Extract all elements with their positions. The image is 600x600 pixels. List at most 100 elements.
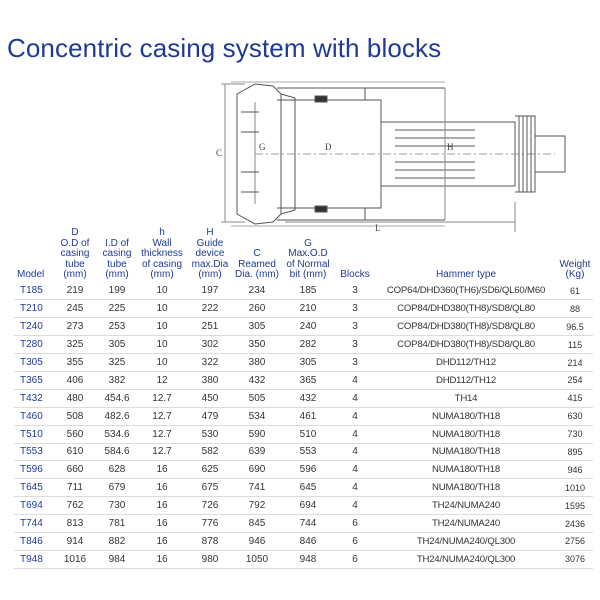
cell-model: T432: [14, 389, 53, 408]
cell-blocks: 4: [335, 407, 375, 426]
cell-od: 762: [53, 496, 97, 516]
cell-blocks: 4: [335, 443, 375, 462]
cell-wall-thickness: 12.7: [137, 425, 187, 444]
cell-guide-dia: 726: [187, 496, 233, 516]
cell-normal-bit: 282: [281, 335, 335, 355]
dim-label-h: H: [447, 142, 454, 152]
cell-wall-thickness: 12: [137, 371, 187, 390]
cell-guide-dia: 530: [187, 425, 233, 444]
cell-weight: 895: [557, 443, 593, 462]
cell-blocks: 3: [335, 299, 375, 319]
cell-weight: 88: [557, 299, 593, 319]
cell-blocks: 4: [335, 496, 375, 516]
cell-reamed-dia: 260: [233, 299, 281, 319]
cell-normal-bit: 210: [281, 299, 335, 319]
cell-id: 253: [97, 317, 137, 337]
cell-hammer: NUMA180/TH18: [375, 478, 557, 498]
cell-reamed-dia: 741: [233, 478, 281, 498]
cell-normal-bit: 240: [281, 317, 335, 337]
cell-blocks: 6: [335, 514, 375, 533]
cell-wall-thickness: 10: [137, 317, 187, 337]
cell-weight: 115: [557, 335, 593, 355]
col-header-id: I.D of casing tube (mm): [102, 237, 132, 280]
col-header-blocks: Blocks: [340, 269, 370, 280]
cell-blocks: 3: [335, 335, 375, 355]
cell-hammer: TH24/NUMA240/QL300: [375, 550, 557, 569]
cell-model: T280: [14, 335, 53, 355]
cell-od: 273: [53, 317, 97, 337]
cell-id: 199: [97, 282, 137, 301]
cell-hammer: COP64/DHD360(TH6)/SD6/QL60/M60: [375, 282, 557, 301]
cell-reamed-dia: 590: [233, 425, 281, 444]
cell-guide-dia: 322: [187, 353, 233, 372]
cell-od: 480: [53, 389, 97, 408]
cell-hammer: COP84/DHD380(TH8)/SD8/QL80: [375, 317, 557, 337]
cell-id: 305: [97, 335, 137, 355]
cell-hammer: NUMA180/TH18: [375, 443, 557, 462]
cell-guide-dia: 776: [187, 514, 233, 533]
cell-blocks: 3: [335, 353, 375, 372]
cell-blocks: 4: [335, 478, 375, 498]
cell-blocks: 6: [335, 550, 375, 569]
cell-wall-thickness: 10: [137, 282, 187, 301]
cell-normal-bit: 553: [281, 443, 335, 462]
cell-od: 711: [53, 478, 97, 498]
cell-id: 325: [97, 353, 137, 372]
cell-id: 882: [97, 532, 137, 551]
cell-od: 610: [53, 443, 97, 462]
cell-weight: 96.5: [557, 317, 593, 337]
cell-id: 382: [97, 371, 137, 390]
cell-model: T744: [14, 514, 53, 533]
cell-model: T460: [14, 407, 53, 426]
cell-normal-bit: 645: [281, 478, 335, 498]
cell-weight: 214: [557, 353, 593, 372]
cell-id: 482.6: [97, 407, 137, 426]
cell-reamed-dia: 305: [233, 317, 281, 337]
cell-od: 245: [53, 299, 97, 319]
cell-blocks: 4: [335, 371, 375, 390]
cell-hammer: TH24/NUMA240: [375, 496, 557, 516]
cell-model: T596: [14, 460, 53, 480]
cell-od: 219: [53, 282, 97, 301]
cell-wall-thickness: 16: [137, 478, 187, 498]
cell-hammer: TH24/NUMA240: [375, 514, 557, 533]
cell-weight: 630: [557, 407, 593, 426]
cell-model: T948: [14, 550, 53, 569]
cell-normal-bit: 846: [281, 532, 335, 551]
cell-blocks: 3: [335, 282, 375, 301]
cell-wall-thickness: 16: [137, 550, 187, 569]
cell-model: T185: [14, 282, 53, 301]
cell-reamed-dia: 792: [233, 496, 281, 516]
cell-model: T240: [14, 317, 53, 337]
cell-wall-thickness: 10: [137, 353, 187, 372]
cell-wall-thickness: 12.7: [137, 407, 187, 426]
cell-wall-thickness: 12.7: [137, 389, 187, 408]
page-title: Concentric casing system with blocks: [7, 33, 442, 63]
cell-reamed-dia: 234: [233, 282, 281, 301]
cell-blocks: 4: [335, 389, 375, 408]
cell-weight: 254: [557, 371, 593, 390]
cell-weight: 415: [557, 389, 593, 408]
cell-weight: 1010: [557, 478, 593, 498]
cell-id: 730: [97, 496, 137, 516]
cell-reamed-dia: 505: [233, 389, 281, 408]
cell-guide-dia: 450: [187, 389, 233, 408]
cell-reamed-dia: 946: [233, 532, 281, 551]
cell-normal-bit: 744: [281, 514, 335, 533]
cell-wall-thickness: 16: [137, 496, 187, 516]
cell-hammer: DHD112/TH12: [375, 353, 557, 372]
cell-reamed-dia: 534: [233, 407, 281, 426]
cell-normal-bit: 305: [281, 353, 335, 372]
cell-od: 560: [53, 425, 97, 444]
cell-od: 1016: [53, 550, 97, 569]
